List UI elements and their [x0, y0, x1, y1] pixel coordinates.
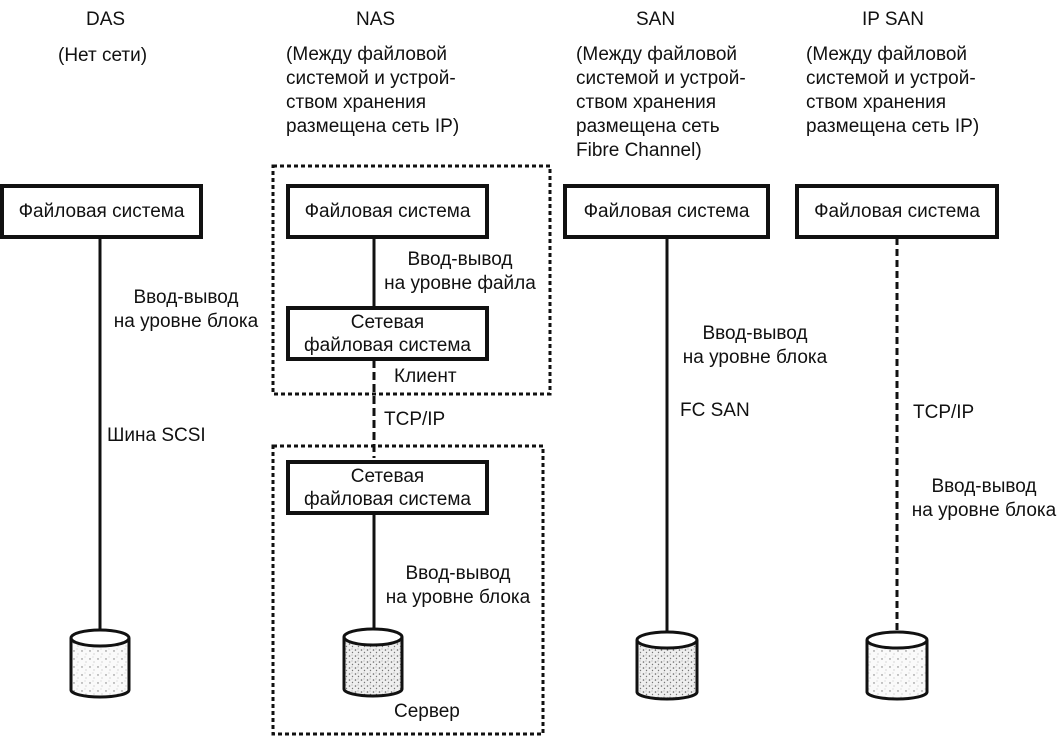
nas-description: (Между файловой системой и устрой- ством… [286, 44, 460, 137]
nas-file-io-label: Ввод-вывод на уровне файла [384, 249, 536, 294]
nas-server-disk-icon [342, 627, 404, 698]
nas-server-label: Сервер [394, 701, 460, 722]
nas-transport-label: TCP/IP [384, 409, 446, 430]
nas-client-file-system-box: Файловая система [286, 184, 489, 239]
das-file-system-box: Файловая система [0, 184, 203, 239]
das-description: (Нет сети) [58, 45, 148, 66]
das-title: DAS [86, 9, 126, 30]
das-transport-label: Шина SCSI [107, 425, 206, 446]
san-description: (Между файловой системой и устрой- ством… [576, 44, 746, 161]
ipsan-block-io-label: Ввод-вывод на уровне блока [911, 476, 1057, 521]
ipsan-disk-icon [865, 630, 929, 701]
nas-server-boundary [271, 444, 545, 736]
san-file-system-box: Файловая система [563, 184, 770, 239]
ipsan-file-system-box: Файловая система [795, 184, 999, 239]
san-disk-icon [635, 630, 699, 701]
das-disk-icon [69, 628, 131, 699]
nas-block-io-label: Ввод-вывод на уровне блока [385, 563, 531, 608]
nas-server-network-fs-box: Сетевая файловая система [286, 460, 489, 515]
san-block-io-label: Ввод-вывод на уровне блока [682, 323, 828, 368]
nas-title: NAS [356, 9, 396, 30]
nas-client-label: Клиент [394, 366, 457, 387]
san-title: SAN [636, 9, 676, 30]
ipsan-transport-label: TCP/IP [913, 402, 975, 423]
ipsan-description: (Между файловой системой и устрой- ством… [806, 44, 980, 137]
nas-client-network-fs-box: Сетевая файловая система [286, 306, 489, 361]
das-block-io-label: Ввод-вывод на уровне блока [113, 287, 259, 332]
nas-client-boundary [271, 164, 552, 396]
san-transport-label: FC SAN [680, 400, 750, 421]
ipsan-title: IP SAN [862, 9, 924, 30]
